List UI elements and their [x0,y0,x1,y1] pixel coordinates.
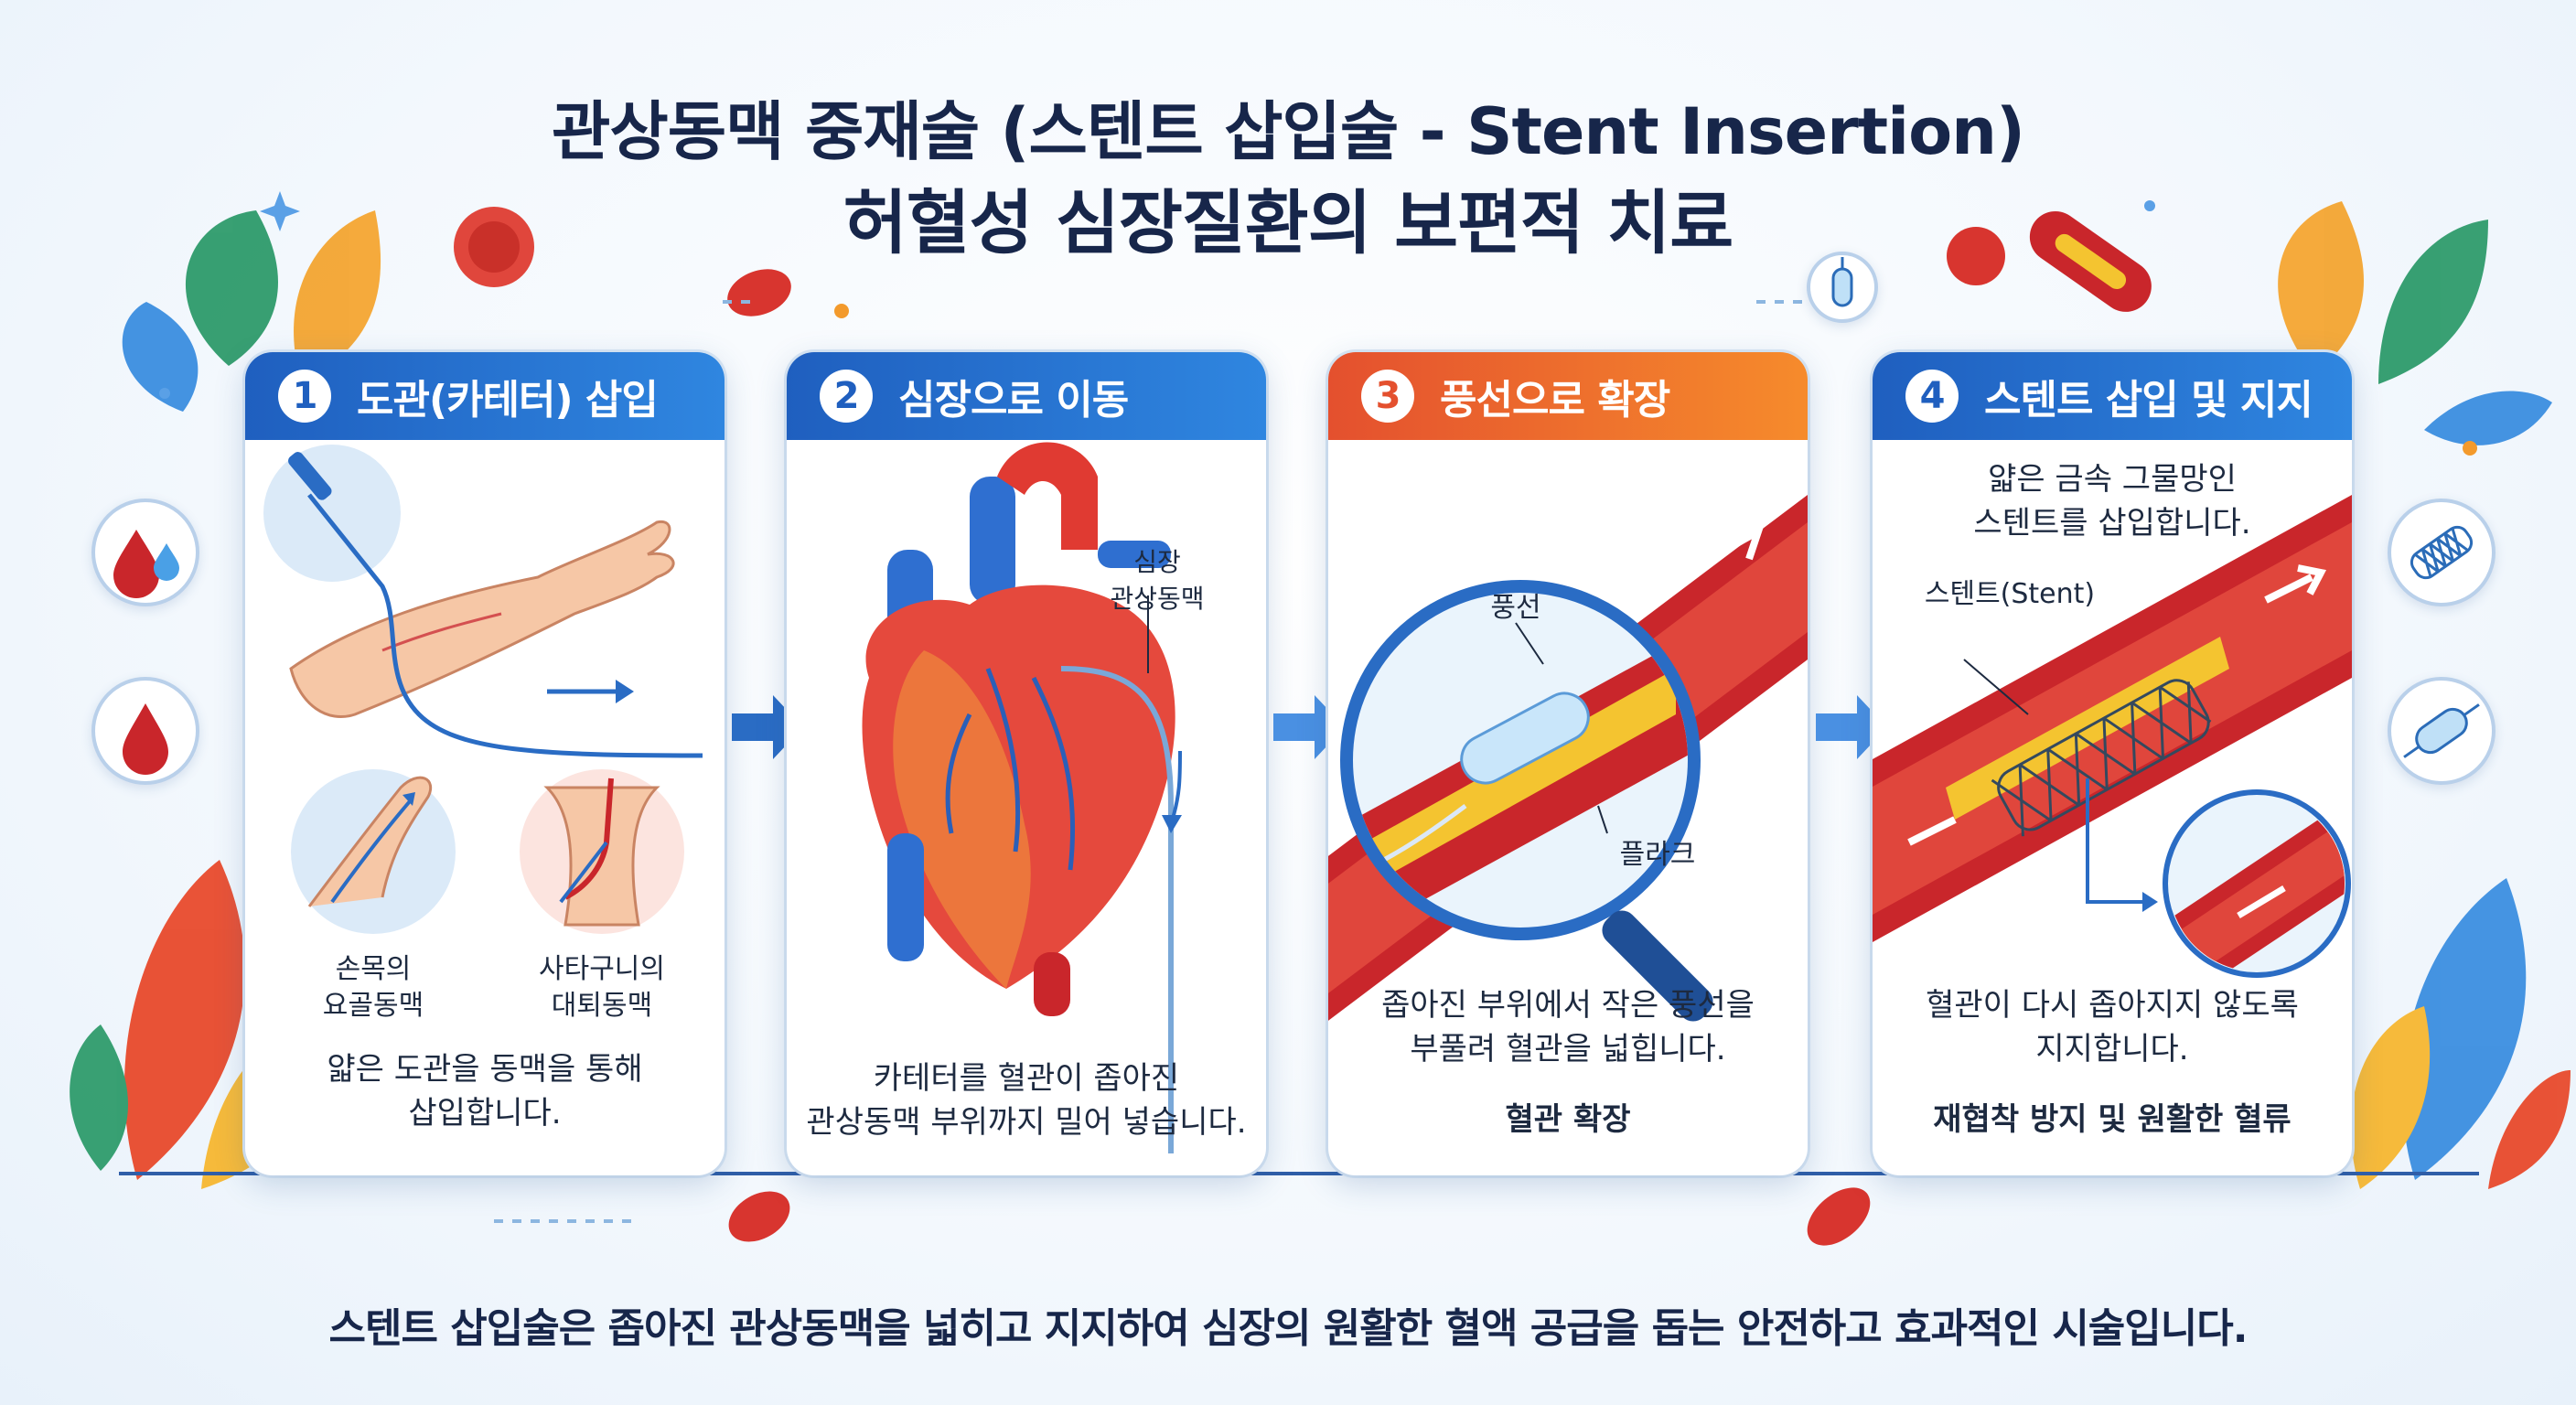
flow-arrow-2 [1273,695,1345,759]
step-header-1: 1 도관(카테터) 삽입 [245,352,724,440]
stent-mesh [1991,679,2212,837]
plaque [1365,669,1676,888]
blood-cell-decorations [454,207,2005,1246]
main-title: 관상동맥 중재술 (스텐트 삽입술 - Stent Insertion) [551,94,2025,169]
artery-decoration [2029,210,2152,312]
sparkle-decorations [159,191,2477,456]
step-number-1: 1 [278,370,331,423]
footer-summary: 스텐트 삽입술은 좁아진 관상동맥을 넓히고 지지하여 심장의 원활한 혈액 공… [328,1305,2249,1352]
step-summary-3: 혈관 확장 [1505,1101,1631,1138]
flow-arrow-1 [732,695,803,759]
catheter-tube [1060,666,1174,1153]
flow-arrow-3 [1816,695,1887,759]
label-balloon: 풍선 [1490,592,1541,624]
leaf-decoration-bottom-right [2350,878,2571,1189]
balloon-catheter-icon [1807,252,1878,323]
magnifier-illustration [1340,580,1713,1022]
label-stent: 스텐트(Stent) [1924,578,2096,610]
blood-drop-icon [91,677,199,785]
blood-drops-icon [91,499,199,606]
step-summary-4: 재협착 방지 및 원활한 혈류 [1933,1101,2292,1138]
groin-access-illustration [520,769,684,934]
step-header-4: 4 스텐트 삽입 및 지지 [1873,352,2352,440]
step-title-2: 심장으로 이동 [898,377,1129,424]
catheter-tube [307,493,703,758]
step-header-2: 2 심장으로 이동 [787,352,1266,440]
step-title-3: 풍선으로 확장 [1440,377,1670,424]
label-plaque: 플라크 [1619,839,1696,871]
wrist-access-illustration [291,769,456,934]
step-header-3: 3 풍선으로 확장 [1328,352,1808,440]
step-number-4: 4 [1905,370,1959,423]
dashed-connectors [494,300,1811,1223]
subtitle: 허혈성 심장질환의 보편적 치료 [843,182,1733,263]
stent-placement-illustration [1873,495,2352,978]
heart-illustration [862,442,1182,1153]
balloon-icon [2388,677,2496,785]
leaf-decoration-top-right [2278,201,2552,445]
balloon-angioplasty-illustration [1328,495,1808,1022]
step-number-2: 2 [820,370,873,423]
stent-mesh-icon [2388,499,2496,606]
catheter-insertion-illustration [263,445,703,934]
step-card-4: 4 스텐트 삽입 및 지지 얇은 금 [1873,352,2352,1175]
balloon [1460,692,1590,785]
step-number-3: 3 [1361,370,1414,423]
step-title-1: 도관(카테터) 삽입 [357,377,659,424]
leaf-decoration-top-left [122,210,381,412]
step-title-4: 스텐트 삽입 및 지지 [1984,377,2313,424]
